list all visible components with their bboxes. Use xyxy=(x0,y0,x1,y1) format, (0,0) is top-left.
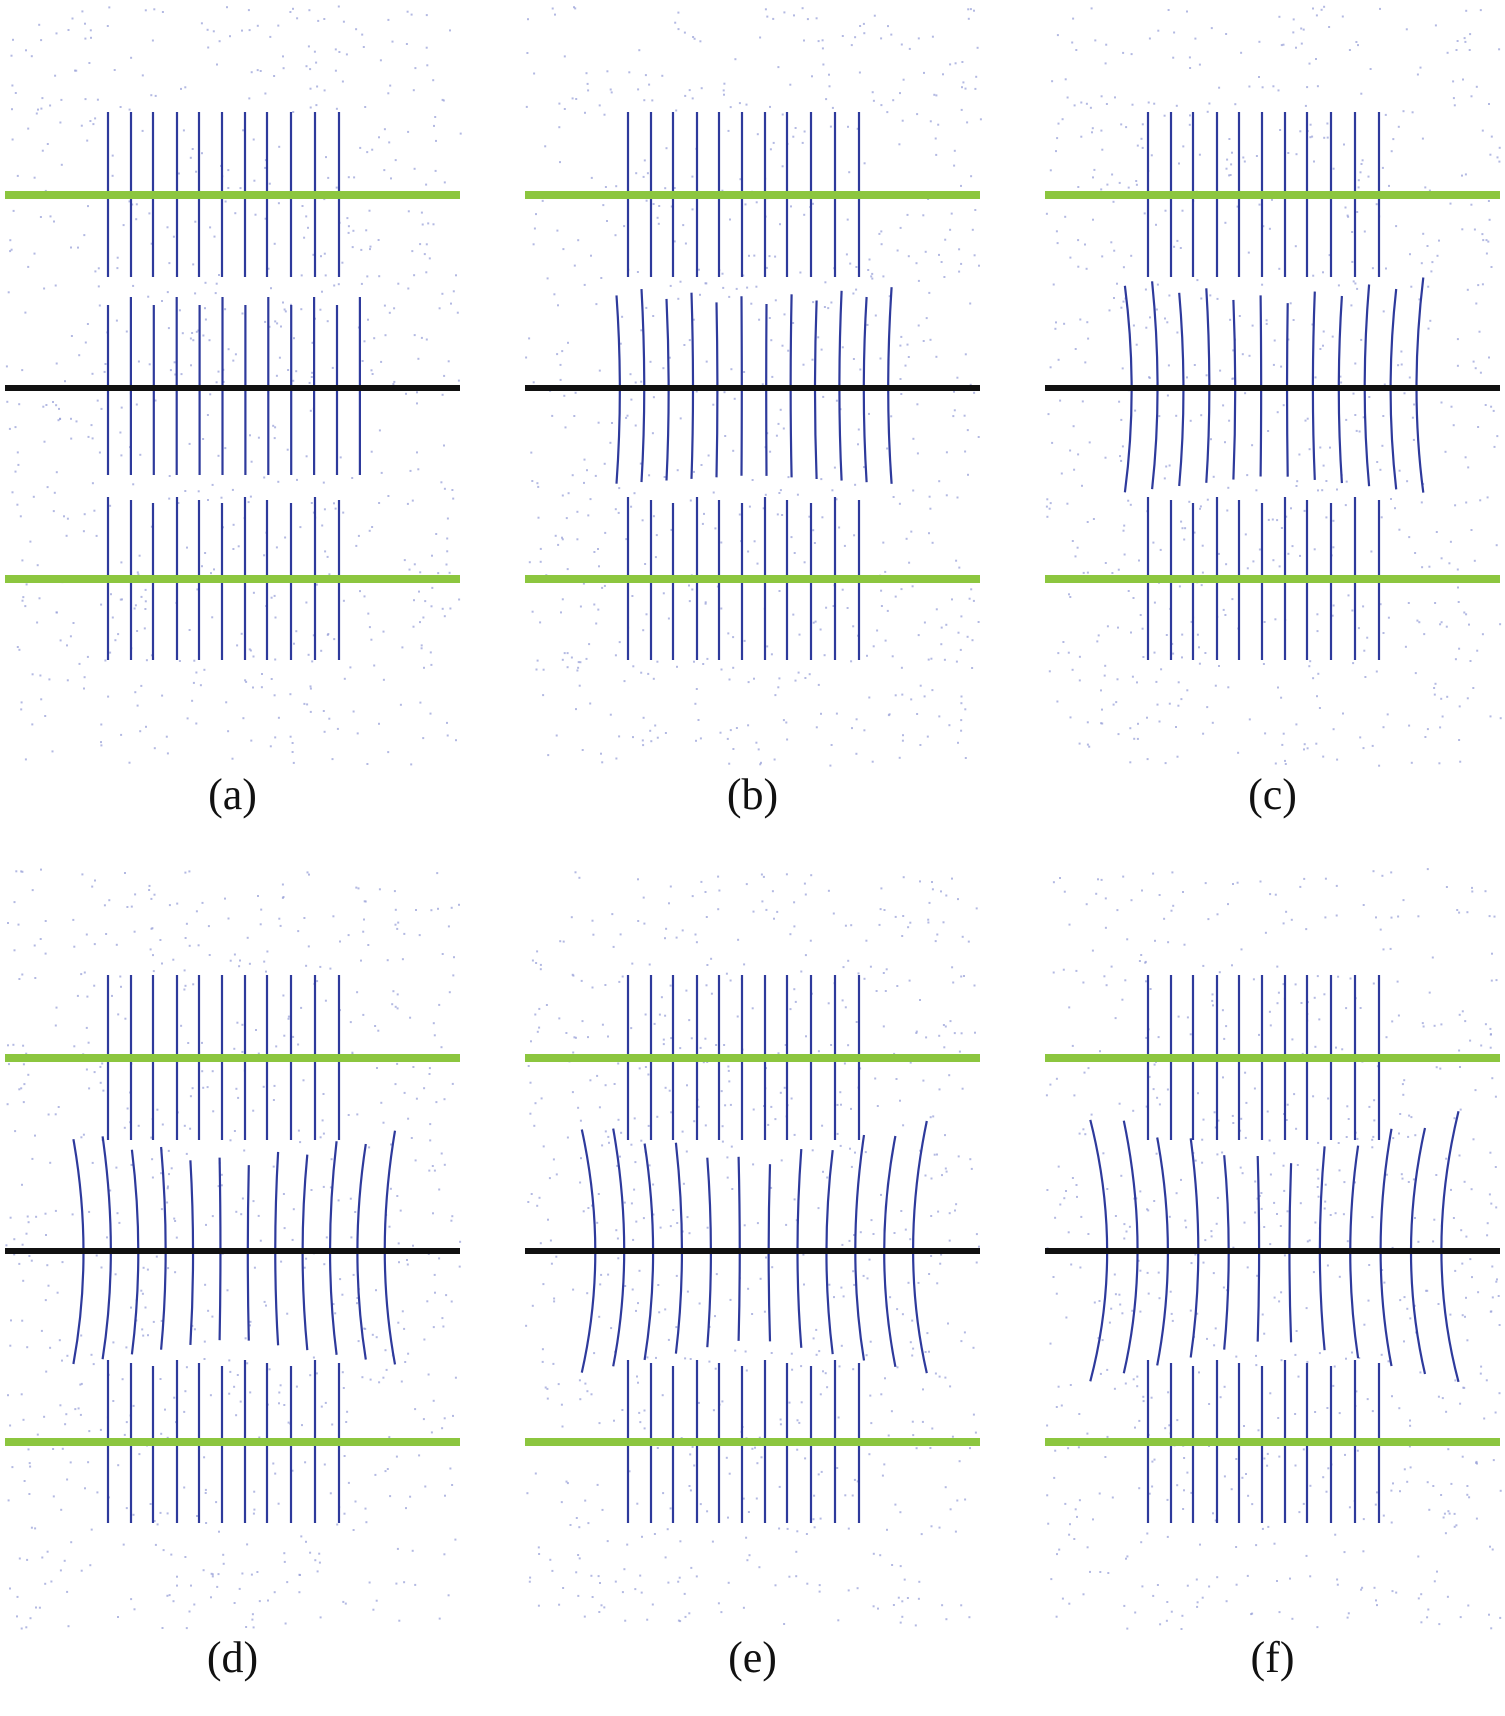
lower-boundary-line xyxy=(1045,1438,1500,1446)
particle-field xyxy=(5,868,462,1630)
lower-boundary-line xyxy=(5,1438,460,1446)
middle-rebar-group xyxy=(580,1120,928,1374)
lower-boundary-line xyxy=(525,575,980,583)
rebar-line xyxy=(383,1130,397,1365)
panel-label-b: (b) xyxy=(726,770,779,819)
upper-boundary-line xyxy=(5,1054,460,1062)
upper-boundary-line xyxy=(1045,191,1500,199)
panel-b xyxy=(525,6,982,767)
panel-e xyxy=(525,871,980,1627)
rebar-line xyxy=(612,1128,626,1367)
panel-label-d: (d) xyxy=(206,1633,259,1682)
rebar-line xyxy=(912,1120,928,1374)
panel-a xyxy=(5,5,462,766)
panel-label-e: (e) xyxy=(728,1633,777,1682)
upper-boundary-line xyxy=(525,1054,980,1062)
upper-boundary-line xyxy=(525,191,980,199)
lower-boundary-line xyxy=(1045,575,1500,583)
middle-rebar-group xyxy=(72,1130,397,1365)
panel-label-a: (a) xyxy=(208,770,257,819)
lower-boundary-line xyxy=(5,575,460,583)
panel-c xyxy=(1045,5,1502,767)
joint-line xyxy=(5,385,460,391)
rebar-line xyxy=(1379,1128,1393,1367)
particle-field xyxy=(525,6,982,767)
joint-line xyxy=(1045,385,1500,391)
joint-line xyxy=(525,1248,980,1254)
joint-line xyxy=(525,385,980,391)
joint-line xyxy=(5,1248,460,1254)
rebar-line xyxy=(1189,1138,1200,1358)
upper-boundary-line xyxy=(1045,1054,1500,1062)
joint-line xyxy=(1045,1248,1500,1254)
lower-boundary-line xyxy=(525,1438,980,1446)
rebar-line xyxy=(1122,1120,1139,1374)
particle-field xyxy=(525,871,980,1627)
rebar-line xyxy=(854,1134,866,1361)
rebar-line xyxy=(101,1136,112,1360)
panel-label-c: (c) xyxy=(1248,770,1297,819)
panel-d xyxy=(5,868,462,1630)
panel-f xyxy=(1045,868,1502,1630)
panel-label-f: (f) xyxy=(1250,1633,1295,1682)
upper-boundary-line xyxy=(5,191,460,199)
rebar-line xyxy=(1440,1110,1460,1383)
